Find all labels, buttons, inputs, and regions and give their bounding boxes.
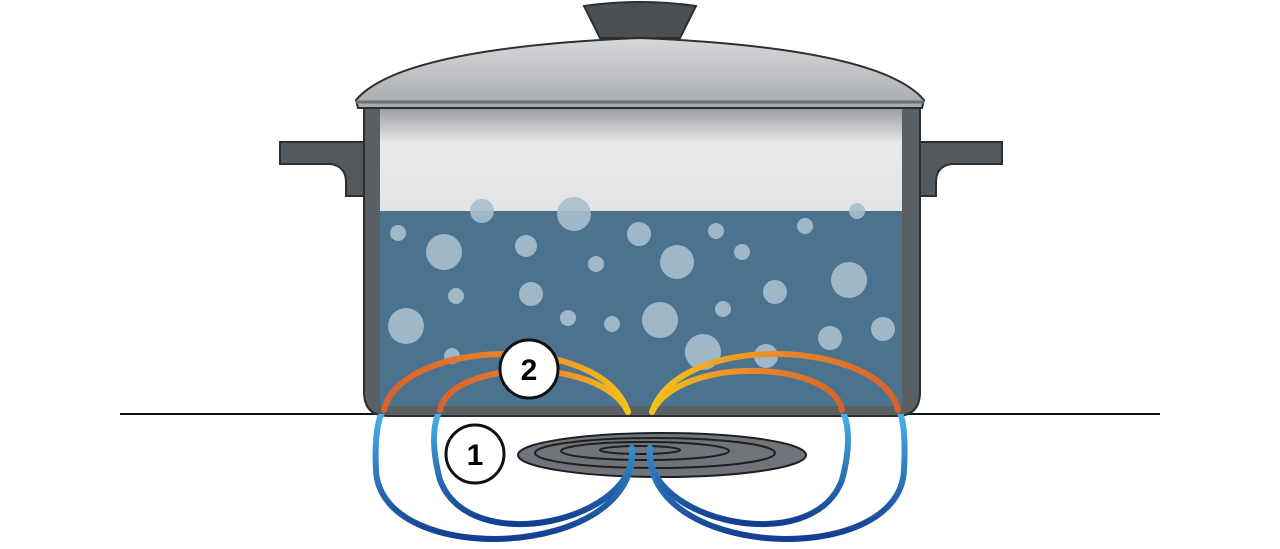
bubble	[515, 235, 537, 257]
callout-field: 2	[498, 338, 560, 400]
bubble	[557, 197, 591, 231]
bubble	[519, 282, 543, 306]
bubble	[390, 225, 406, 241]
bubble	[388, 308, 424, 344]
bubble	[708, 223, 724, 239]
pot-left-handle	[279, 141, 373, 197]
bubble	[818, 326, 842, 350]
induction-coil	[517, 432, 807, 478]
bubble	[763, 280, 787, 304]
callout-field-label: 2	[521, 354, 538, 387]
bubbles	[388, 197, 895, 370]
bubble	[849, 203, 865, 219]
magnetic-field-inside	[381, 351, 901, 415]
magnetic-field-below	[372, 414, 908, 542]
bubble	[715, 301, 731, 317]
lid-knob	[582, 1, 698, 39]
bubble	[871, 317, 895, 341]
bubble	[734, 244, 750, 260]
bubble	[426, 234, 462, 270]
bubble	[660, 245, 694, 279]
bubble	[797, 218, 813, 234]
bubble	[448, 288, 464, 304]
bubble	[588, 256, 604, 272]
bubble	[560, 310, 576, 326]
pot-right-handle	[911, 141, 1003, 197]
bubble	[831, 262, 867, 298]
callout-coil: 1	[444, 423, 506, 485]
bubble	[470, 199, 494, 223]
bubble	[627, 222, 651, 246]
callout-coil-label: 1	[467, 439, 484, 472]
bubble	[604, 316, 620, 332]
bubble	[642, 302, 678, 338]
pot-lid	[354, 36, 926, 109]
